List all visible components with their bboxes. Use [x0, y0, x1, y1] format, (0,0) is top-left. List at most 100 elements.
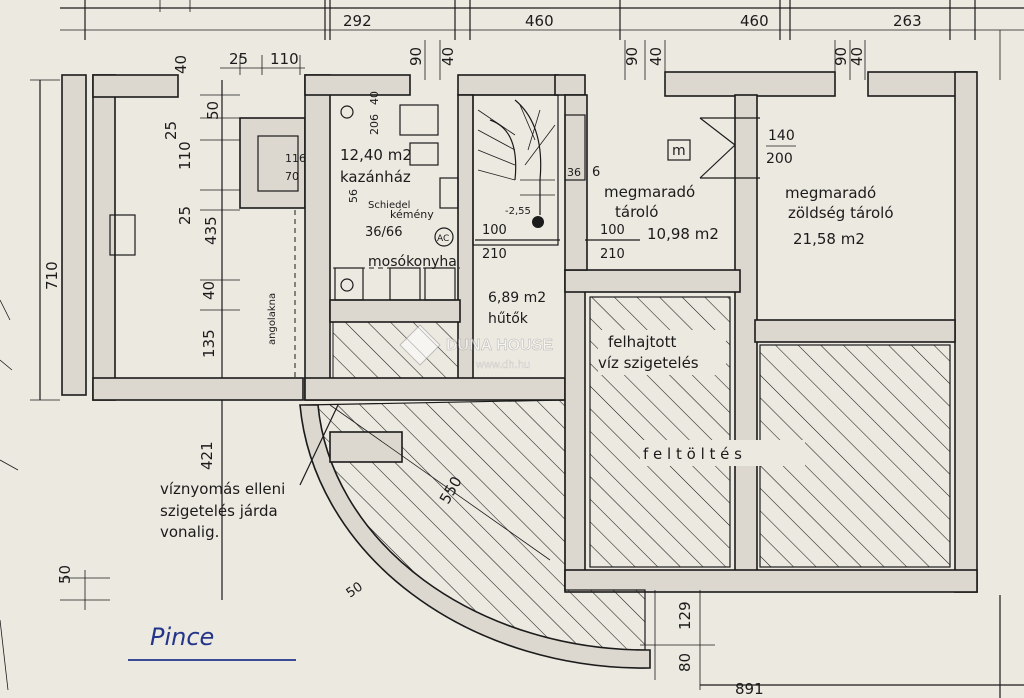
dim-left-110: 110: [176, 141, 194, 170]
door-1-width: 100: [482, 223, 507, 238]
label-bg-1: [598, 330, 726, 375]
drain-1: [340, 105, 354, 119]
viz-szigeteles-label: víz szigetelés: [598, 354, 699, 372]
staircase: [472, 94, 559, 246]
pince-title: Pince: [150, 623, 214, 651]
watermark-url: www.dh.hu: [475, 359, 530, 371]
dim-small-90a: 90: [407, 47, 425, 66]
shaft-block: [564, 114, 586, 181]
dim-small-40a: 40: [172, 55, 190, 74]
kazanhaz-area: 12,40 m2: [340, 146, 412, 164]
dim-left-710: 710: [43, 261, 61, 290]
note-leader: [299, 404, 339, 486]
dim-80: 80: [676, 653, 694, 672]
zoldseg-name-2: zöldség tároló: [788, 204, 894, 222]
left-top-wall: [92, 74, 179, 98]
left-outer-wall: [61, 74, 87, 396]
terrace-step: [329, 431, 403, 463]
small-116: 116: [285, 152, 306, 165]
chimney-box: [439, 177, 459, 209]
door-2-height: 210: [600, 247, 625, 262]
ac-label: AC: [437, 234, 449, 244]
door-2-width: 100: [600, 223, 625, 238]
dim-small-110: 110: [270, 50, 299, 68]
felhajtott-label: felhajtott: [608, 333, 676, 351]
schiedel-label: Schiedel: [368, 200, 410, 211]
terrace-edge: [299, 404, 651, 669]
dim-small-40c: 40: [647, 47, 665, 66]
small-36: 36: [567, 166, 581, 179]
kazanhaz-name: kazánház: [340, 168, 411, 186]
hatched-slab-small: [332, 321, 459, 379]
kemeny-label: kémény: [390, 208, 434, 221]
small-40: 40: [368, 91, 381, 105]
zoldseg-area: 21,58 m2: [793, 230, 865, 248]
fixture-2: [409, 142, 439, 166]
meter-box: [667, 139, 691, 161]
radius-small-label: 50: [344, 579, 366, 601]
door-1-height: 210: [482, 247, 507, 262]
dim-left-40a: 40: [200, 281, 218, 300]
small-6: 6: [592, 165, 600, 180]
note-line-3: vonalig.: [160, 523, 219, 541]
small-206: 206: [368, 114, 381, 135]
ac-circle: [434, 227, 454, 247]
tarolo-name-1: megmaradó: [604, 183, 695, 201]
dim-small-40b: 40: [439, 47, 457, 66]
tarolo-name-2: tároló: [615, 203, 658, 221]
dim-left-421: 421: [198, 441, 216, 470]
dim-top-263: 263: [893, 12, 922, 30]
hutok-area: 6,89 m2: [488, 290, 546, 306]
window-width: 140: [768, 128, 795, 144]
boiler-box-outer: [239, 117, 306, 209]
dim-small-90c: 90: [832, 47, 850, 66]
feltoltes-label: f e l t ö l t é s: [643, 445, 742, 463]
window-symbol: [699, 117, 760, 179]
building-walls: [304, 71, 978, 593]
dim-left-135: 135: [200, 329, 218, 358]
stair-level: -2,55: [505, 206, 531, 217]
meter-label: m: [672, 143, 686, 159]
dim-left-25b: 25: [176, 206, 194, 225]
watermark-brand: DUNA HOUSE: [446, 337, 553, 354]
drain-2: [340, 278, 354, 292]
dim-small-90b: 90: [623, 47, 641, 66]
left-bottom-wall: [92, 377, 304, 401]
dim-small-40d: 40: [848, 47, 866, 66]
label-bg-2: [640, 440, 805, 466]
zoldseg-name-1: megmaradó: [785, 184, 876, 202]
dim-left-435: 435: [202, 216, 220, 245]
washer-1: [334, 267, 364, 301]
dim-left-bottom-50: 50: [56, 565, 74, 584]
small-56: 56: [347, 189, 360, 203]
boiler-box-inner: [257, 135, 299, 192]
dim-small-25: 25: [229, 50, 248, 68]
note-line-2: szigetelés járda: [160, 502, 278, 520]
watermark: DUNA HOUSE www.dh.hu: [399, 324, 554, 371]
angolakna-label: angolakna: [267, 293, 278, 345]
tarolo-area: 10,98 m2: [647, 225, 719, 243]
window-height: 200: [766, 151, 793, 167]
kemeny-size: 36/66: [365, 225, 402, 240]
left-inner-wall: [92, 74, 116, 401]
washer-3: [424, 267, 456, 301]
top-dimension-line: [60, 0, 1024, 80]
dim-top-460a: 460: [525, 12, 554, 30]
dim-top-460b: 460: [740, 12, 769, 30]
dim-891: 891: [735, 680, 764, 698]
dim-129: 129: [676, 601, 694, 630]
fixture-1: [399, 104, 439, 136]
washer-2: [389, 267, 421, 301]
edge-marks: [0, 299, 19, 691]
left-niche: [109, 214, 136, 256]
hutok-name: hűtők: [488, 311, 529, 327]
mosokonyha-label: mosókonyha: [368, 254, 457, 270]
dim-left-50: 50: [204, 101, 222, 120]
small-70: 70: [285, 170, 299, 183]
radius-line: [329, 404, 551, 561]
dim-left-25a: 25: [162, 121, 180, 140]
top-small-dimension-line: [220, 40, 866, 80]
dim-top-292: 292: [343, 12, 372, 30]
note-line-1: víznyomás elleni: [160, 480, 285, 498]
